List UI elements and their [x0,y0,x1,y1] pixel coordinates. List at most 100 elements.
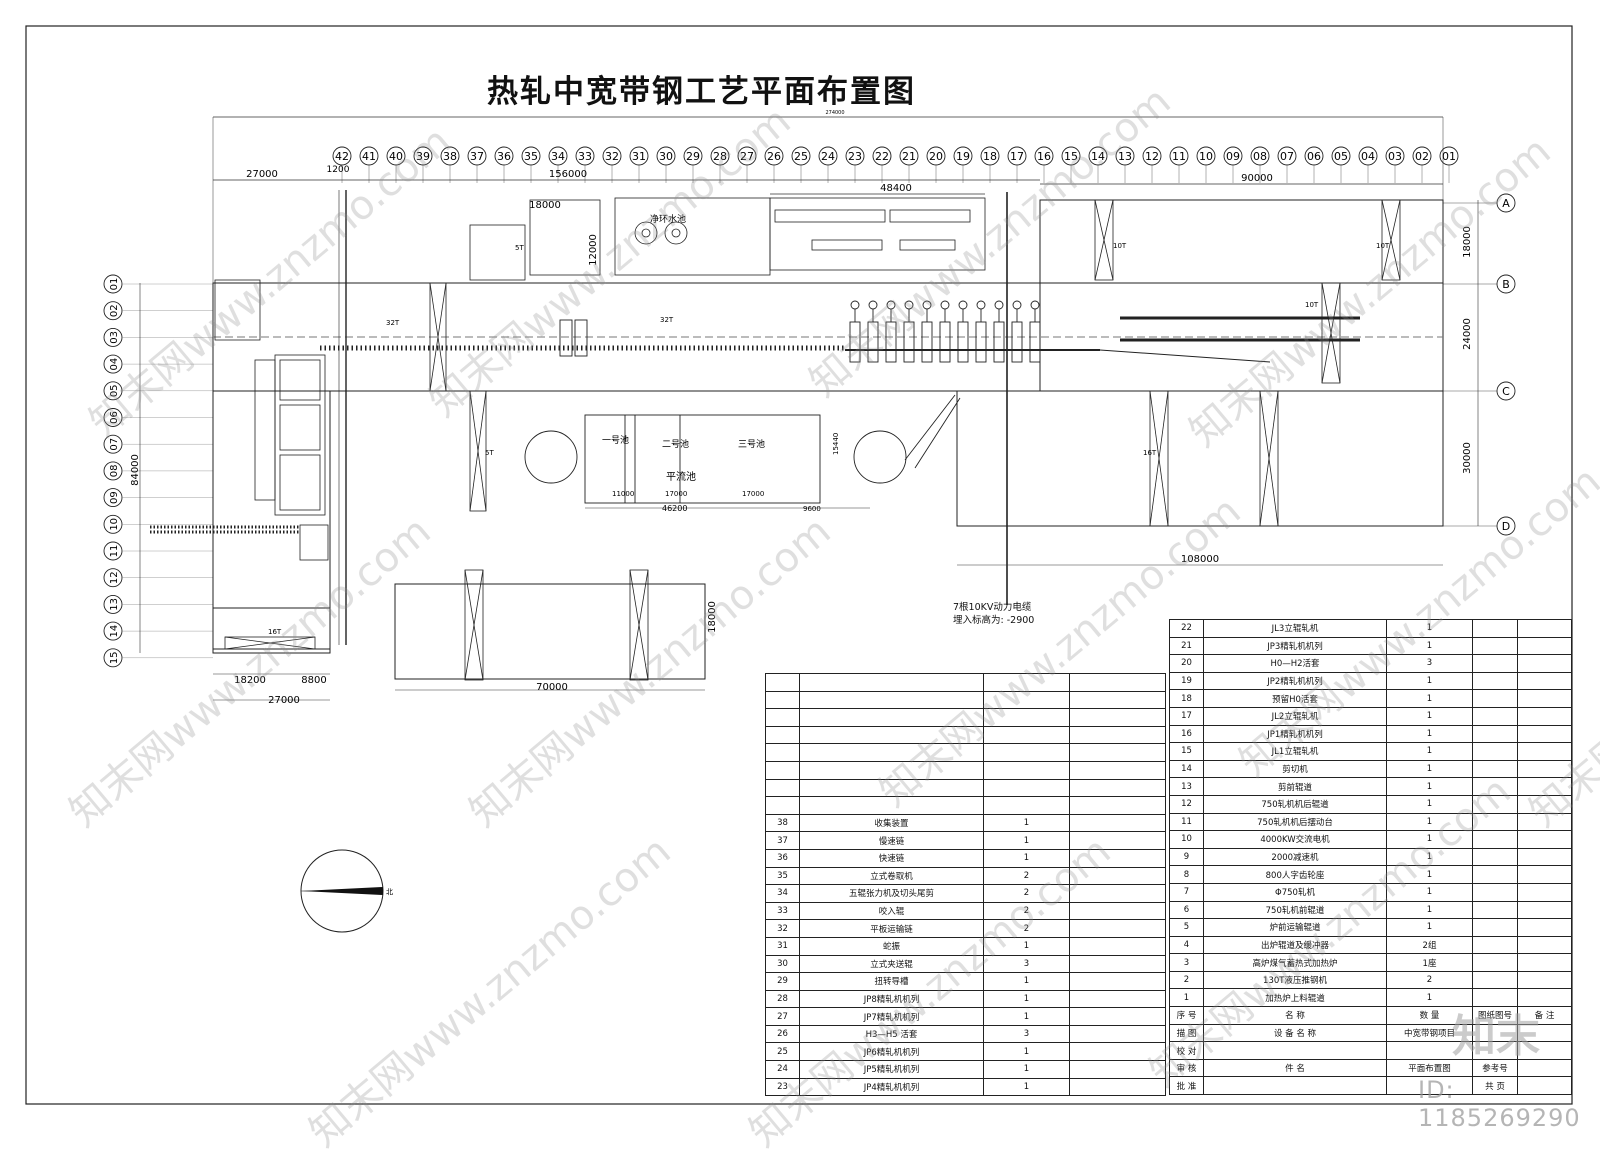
column-axis-label: 11 [1172,150,1186,163]
empty-cell [765,690,800,710]
column-axis-40: 40 [386,146,406,183]
item-number: 21 [1169,636,1204,656]
dim-156000: 156000 [549,169,587,180]
table-row [765,725,1166,745]
item-quantity: 1 [1386,900,1473,920]
item-name: 出炉辊道及缓冲器 [1203,935,1387,955]
title-block-row: 审 核件 名平面布置图参考号 [1169,1058,1572,1078]
item-drawing [1472,812,1518,832]
item-number: 9 [1169,847,1204,867]
item-quantity: 2 [983,901,1070,921]
left-axis-14: 14 [103,621,213,641]
item-remark [1517,970,1572,990]
left-axis-label: 13 [109,598,120,611]
item-number: 28 [765,989,800,1009]
item-drawing [1472,953,1518,972]
row-axis-A: A [1443,193,1516,213]
dim-18000-ab: 18000 [1462,226,1473,258]
image-id: ID: 1185269290 [1418,1076,1581,1132]
title-block-label: 校 对 [1169,1041,1204,1060]
item-remark [1517,812,1572,832]
item-name: 750轧机机后辊道 [1203,794,1387,814]
column-axis-23: 23 [845,146,865,183]
mill-stand [903,300,915,363]
empty-cell [1069,725,1166,745]
label-pool3: 三号池 [738,438,765,450]
left-axis-01: 01 [103,274,213,294]
item-number: 22 [1169,619,1204,638]
empty-cell [983,743,1070,762]
brand-logo: 知末 [1452,1011,1540,1062]
column-axis-label: 17 [1010,150,1024,163]
label-pool1: 一号池 [602,434,629,446]
crane-10t-b: 10T [1376,242,1390,250]
item-number: 29 [765,972,800,991]
crane [224,636,316,650]
item-remark [1069,884,1166,903]
dim-9600: 9600 [803,505,821,513]
dim-17000b: 17000 [742,490,764,498]
item-number: 34 [765,884,800,903]
column-axis-label: 19 [956,150,970,163]
empty-cell [765,743,800,762]
dim-46200: 46200 [662,504,687,513]
item-number: 16 [1169,724,1204,744]
dim-90000: 90000 [1241,173,1273,184]
column-axis-35: 35 [521,146,541,183]
item-name: 平板运输链 [799,919,984,938]
empty-cell [799,725,984,745]
cable-note: 7根10KV动力电缆 埋入标高为: -2900 [953,601,1034,627]
item-remark [1069,1042,1166,1062]
title-block-row: 批 准共 页 [1169,1076,1572,1096]
item-drawing [1472,882,1518,902]
column-axis-label: 40 [389,150,403,163]
item-remark [1069,1024,1166,1044]
column-axis-19: 19 [953,146,973,183]
item-drawing [1472,865,1518,884]
item-remark [1069,866,1166,886]
dim-30000: 30000 [1462,442,1473,474]
item-name: JP7精轧机机列 [799,1007,984,1026]
item-name: JP2精轧机机列 [1203,671,1387,691]
left-axis-06: 06 [103,408,213,427]
column-axis-label: 33 [578,150,592,163]
mill-stand [921,300,933,363]
item-remark [1069,936,1166,956]
item-quantity: 1 [1386,812,1473,832]
empty-cell [765,778,800,798]
column-axis-label: 38 [443,150,457,163]
mill-stand [885,300,897,363]
column-axis-label: 30 [659,150,673,163]
item-remark [1517,706,1572,726]
empty-cell [1069,708,1166,727]
column-axis-label: 37 [470,150,484,163]
title-block-label: 批 准 [1169,1076,1204,1096]
item-quantity: 1 [1386,742,1473,761]
label-cycle-pool: 净环水池 [650,213,686,225]
item-remark [1517,742,1572,761]
left-axis-label: 06 [109,411,120,424]
item-remark [1069,954,1166,974]
crane [1381,199,1401,281]
item-remark [1517,882,1572,902]
column-axis-label: 01 [1442,150,1456,163]
row-axis-label: C [1502,385,1510,398]
column-axis-07: 07 [1277,146,1297,183]
left-axis-label: 01 [109,278,120,291]
column-axis-42: 42 [332,146,352,183]
table-row [765,690,1166,710]
title-block-field: 设 备 名 称 [1203,1023,1387,1043]
item-remark [1517,900,1572,920]
column-axis-label: 34 [551,150,565,163]
item-quantity: 2 [1386,970,1473,990]
empty-cell [765,760,800,780]
empty-cell [799,673,984,692]
